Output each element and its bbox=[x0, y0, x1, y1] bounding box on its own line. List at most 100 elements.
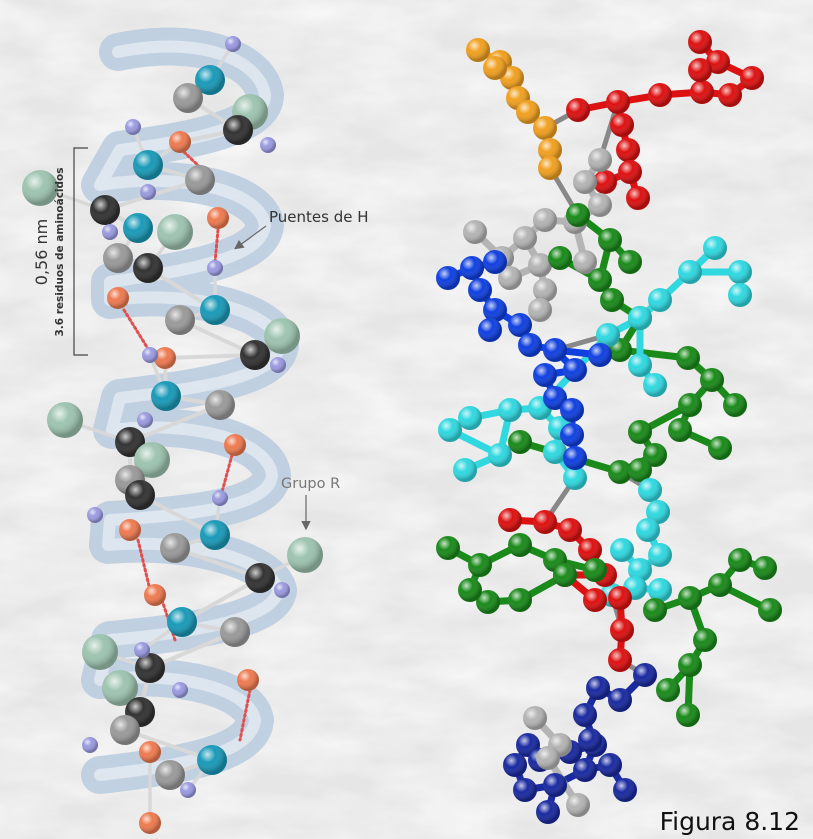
alpha-carbon-atom-shading bbox=[125, 480, 155, 510]
green-residue-2-atom-shading bbox=[476, 590, 500, 614]
grey-residue-2-atom-shading bbox=[536, 746, 560, 770]
cyan-residue-atom-shading bbox=[628, 306, 652, 330]
oxygen-atom-shading bbox=[144, 584, 166, 606]
green-residue-2-atom-shading bbox=[678, 586, 702, 610]
green-residue-2-atom-shading bbox=[508, 588, 532, 612]
nitrogen-atom-shading bbox=[200, 520, 230, 550]
green-residue-atom-shading bbox=[588, 268, 612, 292]
orange-residue-atom-shading bbox=[538, 156, 562, 180]
carbon-atom-shading bbox=[155, 760, 185, 790]
orange-residue-atom-shading bbox=[483, 56, 507, 80]
green-residue-atom-shading bbox=[628, 420, 652, 444]
cyan-residue-2-atom-shading bbox=[610, 538, 634, 562]
red-residue-atom-shading bbox=[610, 113, 634, 137]
grey-residue-atom-shading bbox=[498, 266, 522, 290]
cyan-residue-atom-shading bbox=[728, 283, 752, 307]
navy-residue-atom-shading bbox=[573, 703, 597, 727]
cyan-residue-atom-shading bbox=[728, 260, 752, 284]
green-residue-2-atom-shading bbox=[708, 573, 732, 597]
cyan-residue-atom-shading bbox=[643, 373, 667, 397]
hydrogen-atom-shading bbox=[207, 260, 223, 276]
hydrogen-atom-shading bbox=[137, 412, 153, 428]
green-residue-2-atom-shading bbox=[468, 553, 492, 577]
hydrogen-bond bbox=[122, 308, 152, 354]
nitrogen-atom-shading bbox=[197, 745, 227, 775]
carbon-atom-shading bbox=[220, 617, 250, 647]
cyan-residue-2-atom-shading bbox=[646, 500, 670, 524]
red-residue-atom-shading bbox=[593, 170, 617, 194]
blue-residue-atom-shading bbox=[543, 338, 567, 362]
green-residue-atom-shading bbox=[678, 393, 702, 417]
grey-residue-atom-shading bbox=[533, 278, 557, 302]
hydrogen-bond bbox=[238, 688, 252, 742]
backbone-bond bbox=[173, 546, 262, 580]
navy-residue-atom-shading bbox=[578, 728, 602, 752]
red-residue-atom-shading bbox=[626, 186, 650, 210]
cyan-residue-atom-shading bbox=[703, 236, 727, 260]
blue-residue-atom-shading bbox=[563, 358, 587, 382]
hydrogen-atom-shading bbox=[125, 119, 141, 135]
hydrogen-bond bbox=[213, 228, 220, 264]
blue-residue-atom-shading bbox=[518, 333, 542, 357]
carbon-atom-shading bbox=[185, 165, 215, 195]
blue-residue-atom-shading bbox=[563, 446, 587, 470]
green-residue-atom-shading bbox=[723, 393, 747, 417]
cyan-residue-atom-shading bbox=[543, 440, 567, 464]
navy-residue-atom-shading bbox=[573, 758, 597, 782]
hydrogen-atom-shading bbox=[212, 490, 228, 506]
green-residue-atom-shading bbox=[618, 250, 642, 274]
green-residue-2-atom-shading bbox=[678, 653, 702, 677]
cyan-residue-atom-shading bbox=[453, 458, 477, 482]
r-group-atom-shading bbox=[22, 170, 58, 206]
green-residue-atom-shading bbox=[608, 460, 632, 484]
r-group-atom-shading bbox=[287, 537, 323, 573]
red-residue-atom-shading bbox=[740, 66, 764, 90]
backbone-bond bbox=[148, 630, 237, 670]
green-residue-atom-shading bbox=[700, 368, 724, 392]
green-residue-2-atom-shading bbox=[676, 703, 700, 727]
nitrogen-atom-shading bbox=[167, 607, 197, 637]
oxygen-atom-shading bbox=[224, 434, 246, 456]
cyan-residue-2-atom-shading bbox=[636, 518, 660, 542]
hydrogen-atom-shading bbox=[140, 184, 156, 200]
grey-residue-2-atom-shading bbox=[523, 706, 547, 730]
navy-residue-atom-shading bbox=[543, 773, 567, 797]
blue-residue-atom-shading bbox=[560, 398, 584, 422]
cyan-residue-2-atom-shading bbox=[648, 543, 672, 567]
red-residue-atom-shading bbox=[616, 138, 640, 162]
r-group-atom-shading bbox=[47, 402, 83, 438]
red-residue-atom-shading bbox=[718, 83, 742, 107]
green-residue-2-atom-shading bbox=[583, 558, 607, 582]
blue-residue-atom-shading bbox=[436, 266, 460, 290]
alpha-carbon-atom-shading bbox=[90, 195, 120, 225]
blue-residue-atom-shading bbox=[588, 343, 612, 367]
hydrogen-atom-shading bbox=[87, 507, 103, 523]
navy-residue-atom-shading bbox=[586, 676, 610, 700]
red-residue-atom-shading bbox=[706, 50, 730, 74]
green-residue-atom-shading bbox=[566, 203, 590, 227]
alpha-carbon-atom-shading bbox=[135, 653, 165, 683]
hbond-arrow bbox=[234, 225, 267, 250]
green-residue-2-atom-shading bbox=[753, 556, 777, 580]
helix-atoms bbox=[22, 36, 323, 834]
navy-residue-atom-shading bbox=[503, 753, 527, 777]
red-residue-2-atom-shading bbox=[608, 648, 632, 672]
red-residue-atom-shading bbox=[606, 90, 630, 114]
green-residue-2-atom-shading bbox=[458, 578, 482, 602]
blue-residue-atom-shading bbox=[533, 363, 557, 387]
molecule-atoms bbox=[436, 30, 782, 824]
grey-residue-atom-shading bbox=[528, 298, 552, 322]
green-residue-atom-shading bbox=[508, 430, 532, 454]
orange-residue-atom-shading bbox=[516, 100, 540, 124]
cyan-residue-2-atom-shading bbox=[628, 558, 652, 582]
orange-residue-atom-shading bbox=[466, 38, 490, 62]
cyan-residue-atom-shading bbox=[438, 418, 462, 442]
grey-residue-atom-shading bbox=[533, 208, 557, 232]
green-residue-atom-shading bbox=[628, 458, 652, 482]
hydrogen-atom-shading bbox=[102, 224, 118, 240]
r-group-atom-shading bbox=[264, 318, 300, 354]
cyan-residue-2-atom-shading bbox=[648, 578, 672, 602]
rgroup-label: Grupo R bbox=[281, 476, 340, 492]
green-residue-2-atom-shading bbox=[693, 628, 717, 652]
